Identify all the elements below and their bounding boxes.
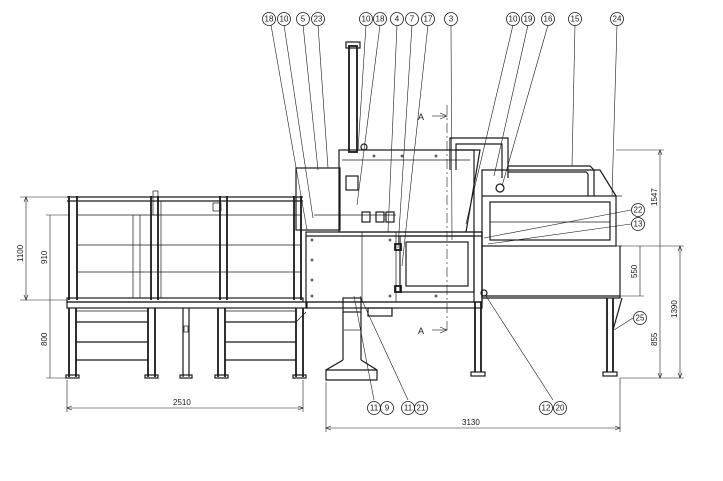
svg-text:10: 10 <box>280 15 289 24</box>
balloon-20: 20 <box>553 401 567 415</box>
balloon-17: 17 <box>421 12 435 26</box>
svg-text:9: 9 <box>385 404 390 413</box>
balloon-12: 12 <box>539 401 553 415</box>
balloon-18: 18 <box>262 12 276 26</box>
balloon-11: 11 <box>401 401 415 415</box>
svg-text:11: 11 <box>404 404 413 413</box>
platform-structure <box>65 190 308 379</box>
balloon-19: 19 <box>521 12 535 26</box>
svg-text:15: 15 <box>571 15 580 24</box>
svg-text:12: 12 <box>542 404 551 413</box>
dim-800: 800 <box>40 332 49 346</box>
balloon-10: 10 <box>506 12 520 26</box>
svg-text:10: 10 <box>362 15 371 24</box>
balloon-7: 7 <box>405 12 419 26</box>
balloon-4: 4 <box>390 12 404 26</box>
balloon-11: 11 <box>367 401 381 415</box>
balloon-10: 10 <box>359 12 373 26</box>
dimension-lines <box>20 149 684 432</box>
balloon-13: 13 <box>631 217 645 231</box>
conveyor <box>449 137 623 377</box>
dim-855: 855 <box>650 332 659 346</box>
svg-text:18: 18 <box>265 15 274 24</box>
balloon-23: 23 <box>311 12 325 26</box>
balloon-5: 5 <box>296 12 310 26</box>
machine-body <box>295 41 483 317</box>
svg-text:20: 20 <box>556 404 565 413</box>
svg-text:24: 24 <box>613 15 622 24</box>
dim-2510: 2510 <box>173 398 191 407</box>
svg-text:3: 3 <box>449 15 454 24</box>
balloon-25: 25 <box>633 311 647 325</box>
svg-text:16: 16 <box>544 15 553 24</box>
svg-text:4: 4 <box>395 15 400 24</box>
svg-text:17: 17 <box>424 15 433 24</box>
svg-text:11: 11 <box>370 404 379 413</box>
leader-lines <box>270 24 634 401</box>
balloon-3: 3 <box>444 12 458 26</box>
svg-text:23: 23 <box>314 15 323 24</box>
dim-1390: 1390 <box>670 300 679 318</box>
dim-1100: 1100 <box>16 244 25 262</box>
dim-910: 910 <box>40 250 49 264</box>
pedestal <box>325 297 378 381</box>
section-mark-bottom: A <box>418 326 424 336</box>
svg-text:22: 22 <box>634 206 643 215</box>
balloon-21: 21 <box>414 401 428 415</box>
svg-text:25: 25 <box>636 314 645 323</box>
balloon-22: 22 <box>631 203 645 217</box>
svg-text:7: 7 <box>410 15 415 24</box>
dim-1547: 1547 <box>650 188 659 206</box>
svg-text:5: 5 <box>301 15 306 24</box>
svg-text:18: 18 <box>376 15 385 24</box>
section-line-a: A A <box>418 105 448 336</box>
balloon-15: 15 <box>568 12 582 26</box>
balloon-16: 16 <box>541 12 555 26</box>
balloon-24: 24 <box>610 12 624 26</box>
dim-550: 550 <box>630 264 639 278</box>
svg-text:13: 13 <box>634 220 643 229</box>
svg-text:21: 21 <box>417 404 426 413</box>
dim-3130: 3130 <box>462 418 480 427</box>
balloon-9: 9 <box>380 401 394 415</box>
svg-text:19: 19 <box>524 15 533 24</box>
svg-text:10: 10 <box>509 15 518 24</box>
balloon-18: 18 <box>373 12 387 26</box>
section-mark-top: A <box>418 112 424 122</box>
balloon-10: 10 <box>277 12 291 26</box>
